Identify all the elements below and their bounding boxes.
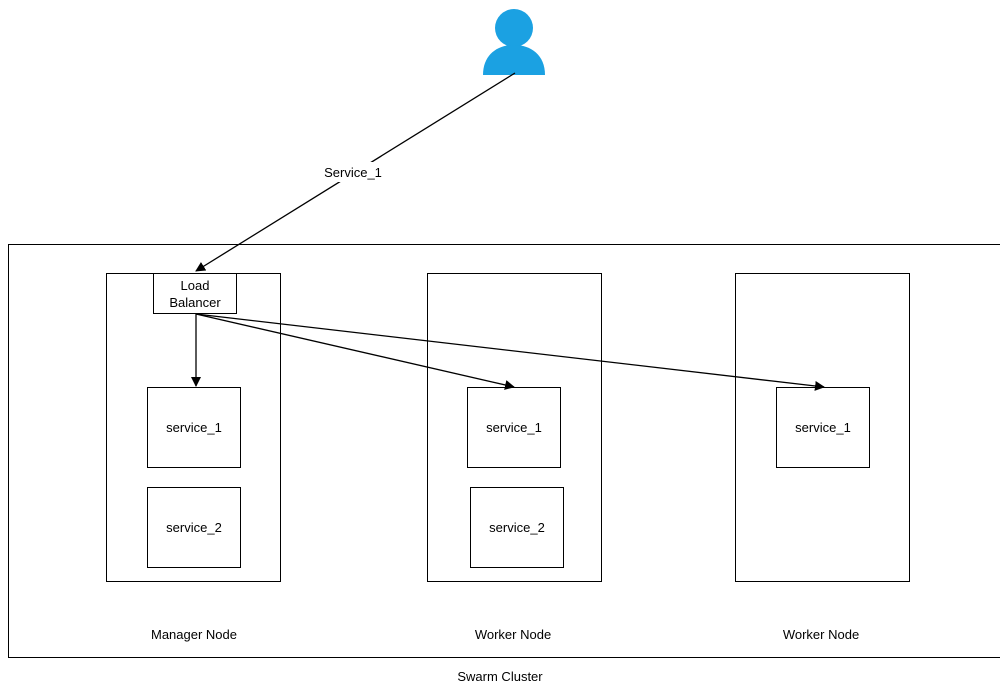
lb-to-worker2-service-edge	[195, 313, 825, 391]
worker-node-label: Worker Node	[783, 627, 859, 642]
service-label: service_1	[486, 420, 542, 435]
worker-node-box-1	[427, 273, 602, 582]
swarm-cluster-box	[8, 244, 1000, 658]
load-balancer-label-line2: Balancer	[169, 295, 221, 310]
service-label: service_1	[166, 420, 222, 435]
lb-to-worker1-service-edge	[195, 313, 515, 390]
load-balancer-label-line1: Load	[181, 278, 210, 293]
load-balancer-box	[153, 273, 237, 314]
edge-label-bg	[318, 162, 388, 182]
service-label: service_2	[489, 520, 545, 535]
worker-node-label: Worker Node	[475, 627, 551, 642]
swarm-cluster-label: Swarm Cluster	[457, 669, 543, 684]
service-label: service_1	[795, 420, 851, 435]
service-box	[470, 487, 564, 568]
user-icon	[483, 9, 545, 75]
service-box	[147, 387, 241, 468]
edge-label: Service_1	[324, 165, 382, 180]
service-label: service_2	[166, 520, 222, 535]
manager-node-label: Manager Node	[151, 627, 237, 642]
worker-node-box-2	[735, 273, 910, 582]
service-box	[147, 487, 241, 568]
